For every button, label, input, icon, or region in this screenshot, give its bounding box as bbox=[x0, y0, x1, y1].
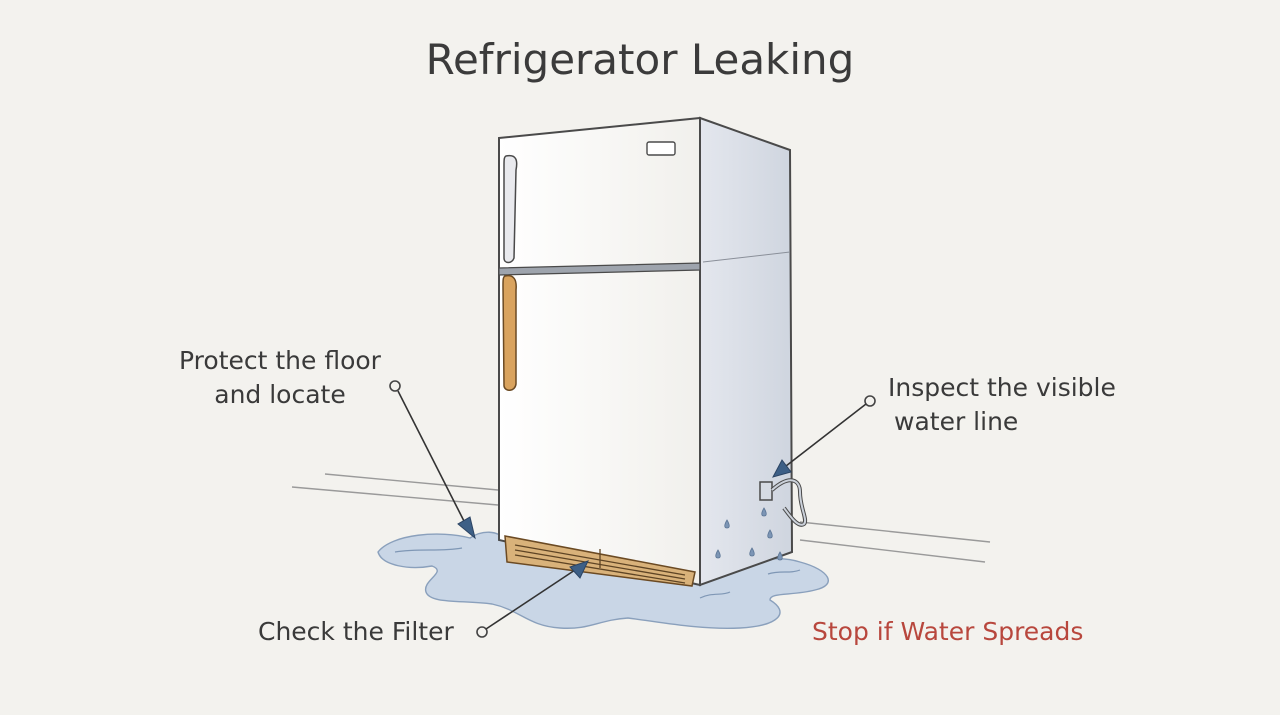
triangle-arrowhead-icon bbox=[772, 459, 792, 478]
fridge-front bbox=[498, 116, 701, 587]
water-drop-icon bbox=[715, 507, 783, 561]
label-protect-floor-line2: and locate bbox=[214, 380, 346, 409]
label-protect-floor: Protect the floor and locate bbox=[140, 344, 420, 412]
diagram-title: Refrigerator Leaking bbox=[425, 35, 855, 84]
open-circle-icon bbox=[864, 395, 876, 407]
callout-check-filter bbox=[476, 560, 589, 638]
vent-grille bbox=[504, 535, 696, 587]
puddle-ripples bbox=[394, 547, 801, 599]
callout-inspect-water-line bbox=[772, 395, 876, 478]
floor-lines bbox=[291, 473, 991, 563]
freezer-handle bbox=[503, 154, 518, 264]
triangle-arrowhead-icon bbox=[569, 560, 589, 579]
label-inspect-line2: water line bbox=[894, 407, 1019, 436]
label-inspect-water-line: Inspect the visible water line bbox=[888, 371, 1148, 439]
fridge-handle bbox=[502, 274, 517, 391]
water-line bbox=[759, 478, 808, 527]
label-stop-warning: Stop if Water Spreads bbox=[812, 617, 1084, 646]
label-protect-floor-line1: Protect the floor bbox=[179, 346, 381, 375]
fridge-side-panel bbox=[699, 116, 794, 587]
door-divider bbox=[498, 262, 701, 276]
open-circle-icon bbox=[476, 626, 488, 638]
triangle-arrowhead-icon bbox=[457, 516, 476, 540]
label-inspect-line1: Inspect the visible bbox=[888, 373, 1116, 402]
control-panel bbox=[646, 141, 676, 156]
callout-protect-floor bbox=[389, 380, 476, 540]
label-check-filter: Check the Filter bbox=[258, 617, 454, 646]
side-seam bbox=[702, 251, 791, 263]
open-circle-icon bbox=[389, 380, 401, 392]
